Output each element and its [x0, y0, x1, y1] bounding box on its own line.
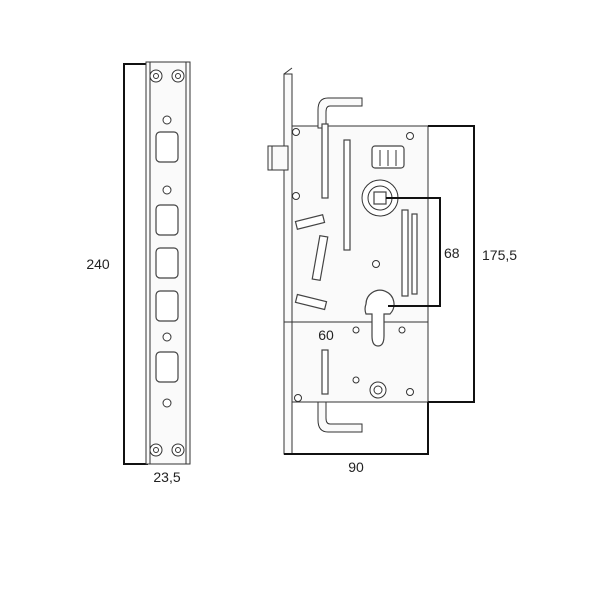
case-screw-icon	[352, 376, 360, 384]
faceplate-screw-icon	[162, 332, 172, 342]
backset-label: 60	[318, 327, 334, 343]
center-distance-label: 68	[444, 245, 460, 261]
lock-rod	[411, 213, 418, 295]
case-height-dimension-line	[428, 125, 475, 403]
case-screw-icon	[352, 326, 360, 334]
faceplate-screw-icon	[162, 115, 172, 125]
faceplate-height-dimension-line	[123, 63, 148, 465]
lock-mechanism-part	[294, 293, 328, 311]
faceplate-screw-top-left-icon	[149, 69, 163, 83]
case-screw-icon	[292, 192, 300, 200]
bottom-hook	[317, 401, 363, 433]
lock-mechanism-part	[294, 214, 326, 230]
lock-mechanism-part	[311, 234, 329, 282]
lock-rod	[321, 349, 329, 395]
cylinder-cutout	[364, 289, 395, 347]
lock-body-view: 90 175,5 68 60	[267, 67, 517, 475]
case-screw-icon	[372, 260, 380, 268]
faceplate-opening	[155, 131, 179, 163]
lock-case-lower	[289, 321, 429, 403]
lock-rod	[321, 123, 329, 199]
faceplate-opening	[155, 247, 179, 279]
lock-rod	[401, 209, 409, 297]
faceplate-screw-bottom-right-icon	[171, 443, 185, 457]
case-height-label: 175,5	[482, 247, 517, 263]
faceplate-opening	[155, 351, 179, 383]
case-screw-icon	[294, 394, 302, 402]
faceplate-opening	[155, 204, 179, 236]
faceplate-screw-top-right-icon	[171, 69, 185, 83]
lock-front-strip	[283, 73, 293, 455]
faceplate-opening	[155, 290, 179, 322]
faceplate-height-label: 240	[86, 256, 110, 272]
case-width-label: 90	[348, 459, 364, 475]
case-screw-icon	[398, 326, 406, 334]
faceplate-width-label: 23,5	[153, 469, 180, 485]
spindle-hub	[361, 179, 399, 217]
top-hook	[317, 97, 363, 129]
case-width-dimension-line	[284, 402, 429, 455]
center-distance-dimension-line	[386, 197, 441, 307]
faceplate-screw-icon	[162, 185, 172, 195]
deadbolt	[267, 145, 289, 171]
faceplate-screw-bottom-left-icon	[149, 443, 163, 457]
roller-icon	[369, 381, 387, 399]
lock-rod	[343, 139, 351, 251]
case-screw-icon	[292, 128, 300, 136]
faceplate-screw-icon	[162, 398, 172, 408]
case-screw-icon	[406, 132, 414, 140]
case-screw-icon	[406, 388, 414, 396]
faceplate-view: 23,5 240	[86, 61, 191, 485]
